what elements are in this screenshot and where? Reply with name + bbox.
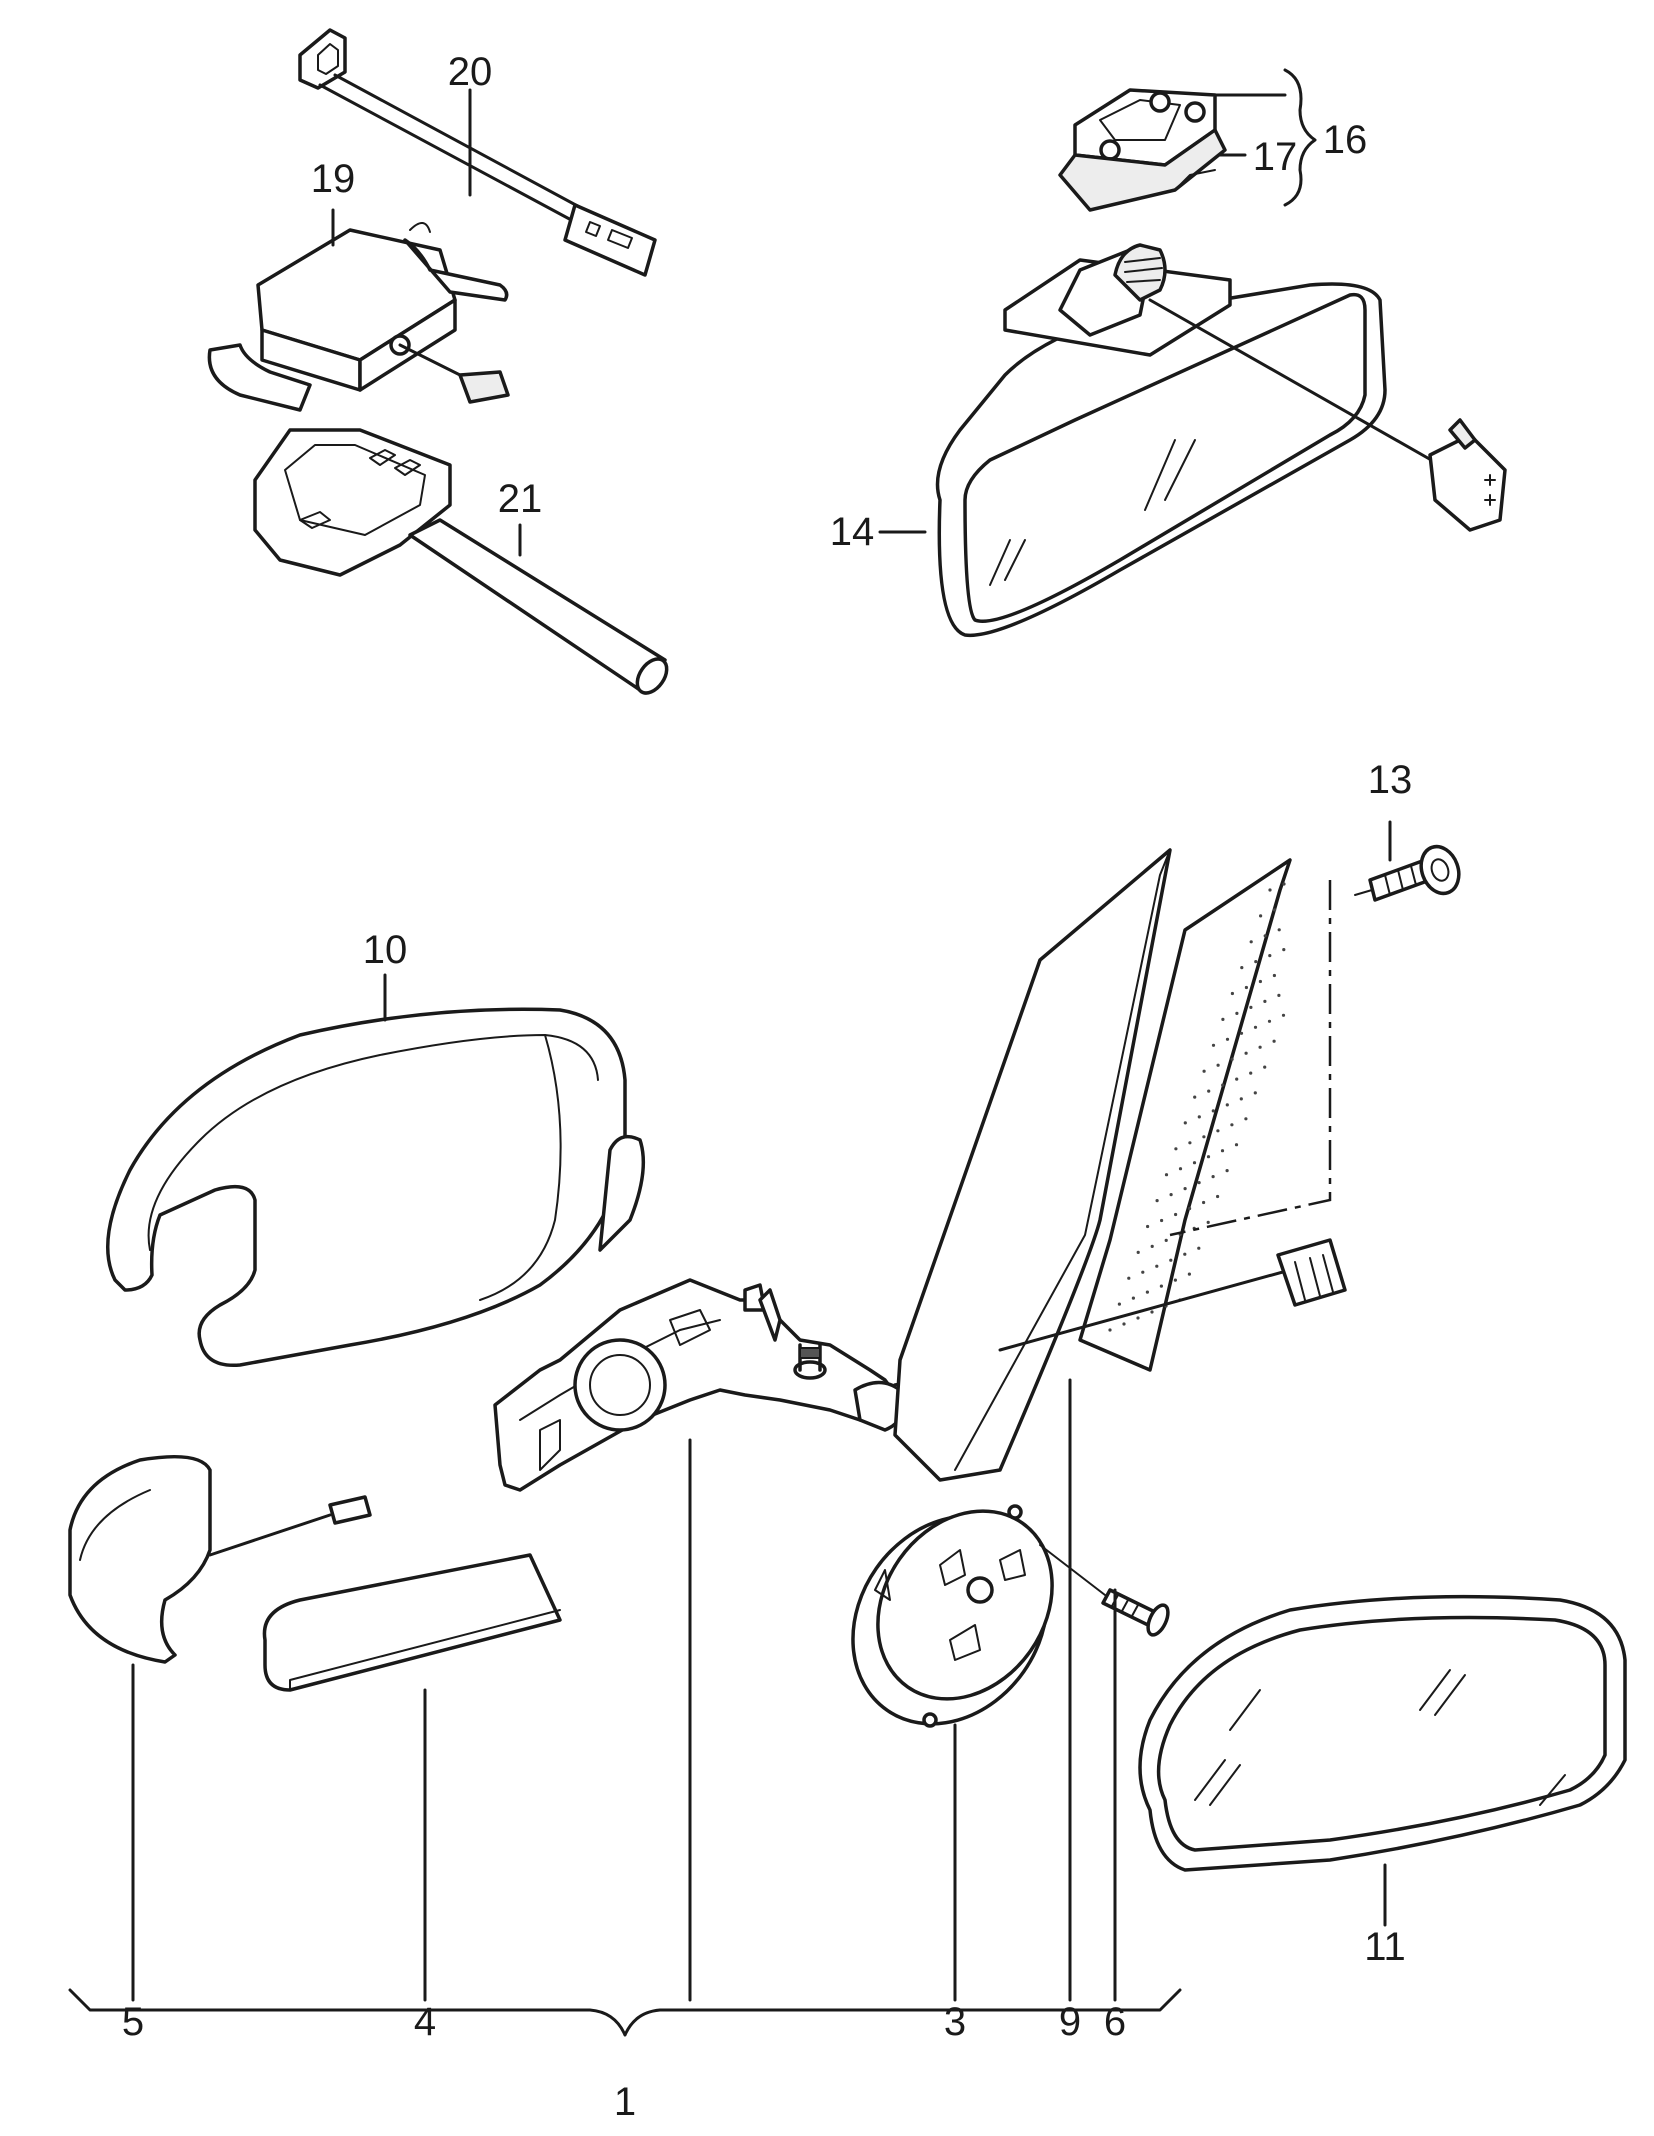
part-13-screw bbox=[1354, 844, 1461, 902]
part-5-lower-cap-with-indicator bbox=[68, 1454, 372, 1664]
part-11-mirror-glass bbox=[1138, 1594, 1627, 1872]
callout-20: 20 bbox=[448, 50, 493, 94]
part-10-mirror-housing-cap bbox=[105, 1007, 646, 1368]
part-4-trim-strip bbox=[262, 1553, 562, 1692]
callout-6: 6 bbox=[1104, 2000, 1126, 2044]
callout-4: 4 bbox=[414, 2000, 436, 2044]
part-1-mirror-base-assembly bbox=[493, 1278, 927, 1492]
callout-5: 5 bbox=[122, 2000, 144, 2044]
callout-17: 17 bbox=[1253, 135, 1298, 179]
callout-1: 1 bbox=[614, 2080, 636, 2124]
assembly-line-13 bbox=[1169, 880, 1332, 1237]
part-3-adjuster-motor bbox=[851, 1504, 1054, 1728]
callout-16: 16 bbox=[1323, 118, 1368, 162]
callout-21: 21 bbox=[498, 477, 543, 521]
part-20-wiring-cable bbox=[298, 28, 657, 277]
part-16-17-mounting-plate bbox=[1058, 88, 1227, 212]
leader-lines bbox=[68, 68, 1392, 2037]
part-9-glass-carrier-plate bbox=[893, 848, 1172, 1482]
callout-11: 11 bbox=[1364, 1925, 1406, 1969]
callout-13: 13 bbox=[1368, 758, 1413, 802]
callout-10: 10 bbox=[363, 928, 408, 972]
callout-labels: 20 19 21 16 17 14 13 10 5 4 3 9 6 11 1 bbox=[122, 50, 1412, 2124]
callout-19: 19 bbox=[311, 157, 356, 201]
callout-9: 9 bbox=[1059, 2000, 1081, 2044]
callout-14: 14 bbox=[830, 510, 875, 554]
part-14-interior-mirror bbox=[935, 243, 1507, 638]
part-21-mount-cover-with-cable bbox=[253, 428, 669, 695]
part-19-control-unit bbox=[207, 222, 510, 412]
callout-3: 3 bbox=[944, 2000, 966, 2044]
part-6-screw bbox=[1039, 1544, 1170, 1637]
heating-pad bbox=[998, 858, 1347, 1372]
